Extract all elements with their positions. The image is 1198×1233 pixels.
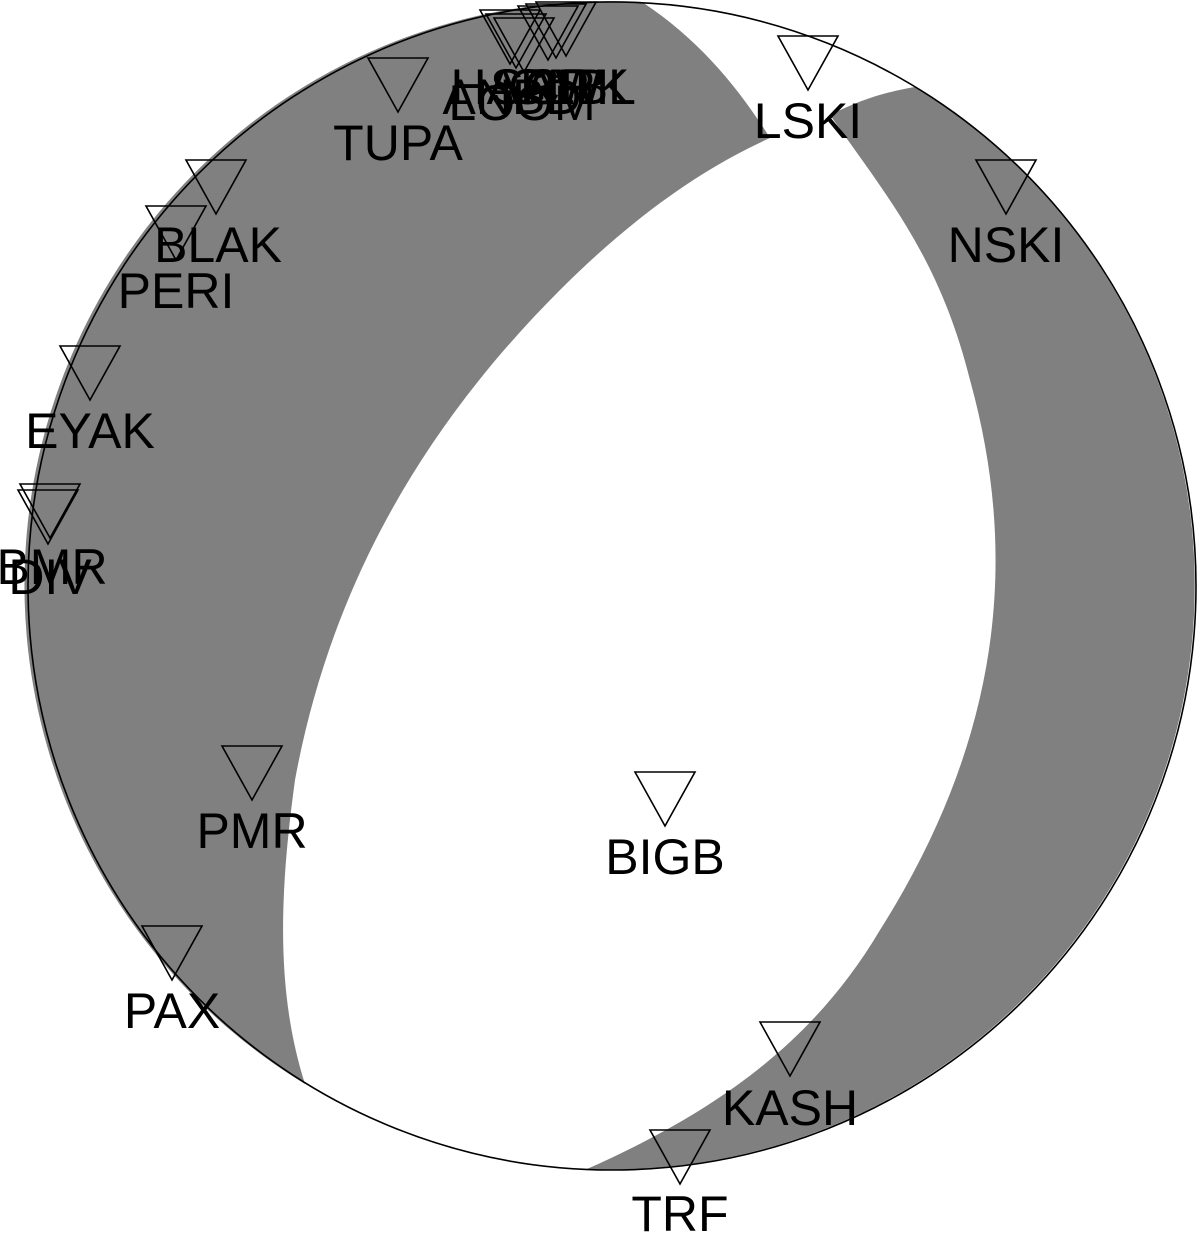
station-harp-inverted-triangle-icon	[484, 13, 548, 70]
station-label-pmr: PMR	[196, 803, 307, 859]
station-label-tupa: TUPA	[333, 115, 463, 171]
station-anbd-inverted-triangle-icon	[478, 9, 542, 66]
station-kash-inverted-triangle-icon	[758, 1021, 822, 1078]
station-pax-inverted-triangle-icon	[140, 925, 204, 982]
station-label-harp: HARP	[451, 59, 590, 115]
station-label-anbd: ANBD	[443, 69, 582, 125]
station-label-lski: LSKI	[754, 93, 862, 149]
station-label-peri: PERI	[118, 263, 235, 319]
station-saw-inverted-triangle-icon	[516, 5, 580, 62]
station-glbl-inverted-triangle-icon	[534, 1, 598, 58]
station-markers	[16, 1, 1038, 1186]
station-label-loom: LOOM	[448, 75, 595, 131]
station-loom-inverted-triangle-icon	[492, 17, 556, 74]
station-label-trf: TRF	[631, 1186, 728, 1233]
station-peri-inverted-triangle-icon	[144, 205, 208, 262]
station-label-glbl: GLBL	[508, 59, 636, 115]
station-eyak-inverted-triangle-icon	[58, 345, 122, 402]
station-blak-inverted-triangle-icon	[184, 159, 248, 216]
station-trf-inverted-triangle-icon	[648, 1129, 712, 1186]
station-label-bmr: BMR	[0, 539, 108, 595]
station-tupa-inverted-triangle-icon	[366, 57, 430, 114]
station-label-nski: NSKI	[948, 217, 1065, 273]
compressional-quadrant-east	[587, 87, 1195, 1170]
station-labels: ANBD HARP SAW SCRK GLBL LOOM TUPA LSKI N…	[0, 59, 1064, 1233]
station-label-bigb: BIGB	[605, 829, 724, 885]
station-label-pax: PAX	[124, 983, 220, 1039]
station-label-kash: KASH	[722, 1080, 858, 1136]
station-div-inverted-triangle-icon	[16, 489, 80, 546]
station-lski-inverted-triangle-icon	[776, 35, 840, 92]
compressional-quadrant-west	[24, 1, 770, 1085]
station-label-div: DIV	[8, 549, 92, 605]
station-pmr-inverted-triangle-icon	[220, 745, 284, 802]
station-nski-inverted-triangle-icon	[974, 159, 1038, 216]
station-label-saw: SAW	[490, 59, 603, 115]
station-label-blak: BLAK	[154, 217, 282, 273]
station-bigb-inverted-triangle-icon	[633, 771, 697, 828]
station-label-scrk: SCRK	[491, 59, 630, 115]
station-label-eyak: EYAK	[25, 403, 155, 459]
station-bmr-inverted-triangle-icon	[18, 483, 82, 540]
station-scrk-inverted-triangle-icon	[524, 3, 588, 60]
beachball-outline	[27, 1, 1197, 1171]
